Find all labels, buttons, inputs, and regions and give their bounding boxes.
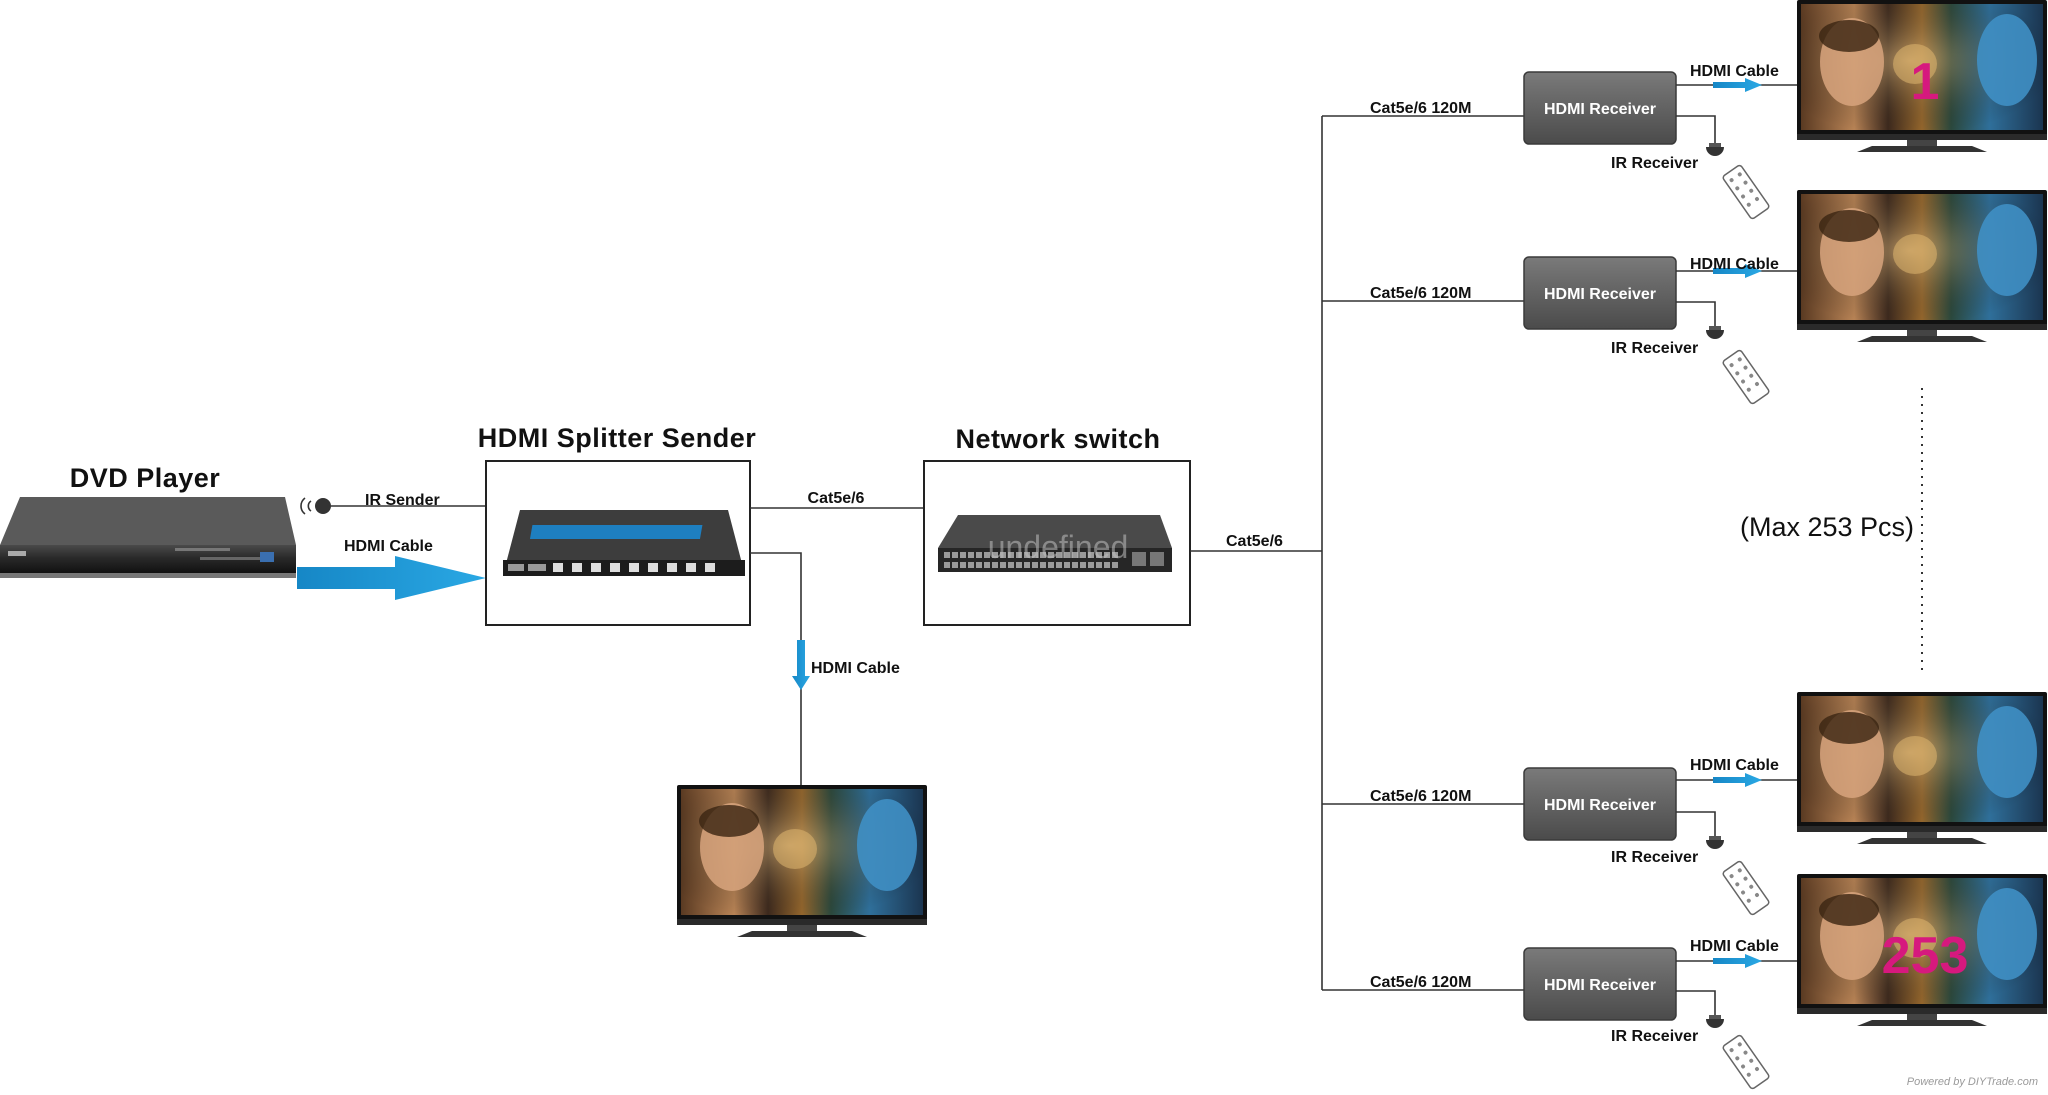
- receiver-2-ir-sensor: [1706, 326, 1724, 339]
- receiver-2-tv: [1797, 190, 2047, 342]
- receiver-4-remote: [1721, 1033, 1771, 1091]
- receiver-branch-2: Cat5e/6 120M HDMI Receiver HDMI Cable IR…: [1322, 190, 2047, 406]
- receiver-2-hdmi-label: HDMI Cable: [1690, 256, 1779, 273]
- dvd-hdmi-label: HDMI Cable: [344, 538, 433, 555]
- receiver-2-remote: [1721, 348, 1771, 406]
- receiver-3-box: [1523, 767, 1677, 841]
- footer-credit: Powered by DIYTrade.com: [1907, 1076, 2038, 1088]
- receiver-4-ir-label: IR Receiver: [1611, 1028, 1698, 1045]
- receiver-3-ir-line: [1676, 811, 1716, 838]
- local-tv: [677, 785, 927, 937]
- receiver-3-label: HDMI Receiver: [1544, 797, 1656, 814]
- receiver-2-ir-label: IR Receiver: [1611, 340, 1698, 357]
- receiver-4-tv-number: 253: [1882, 927, 1969, 985]
- receiver-3-remote: [1721, 859, 1771, 917]
- receiver-4-ir-sensor: [1706, 1015, 1724, 1028]
- receiver-4-hdmi-arrow: [1713, 954, 1762, 968]
- receiver-3-tv: [1797, 692, 2047, 844]
- receiver-1-ir-line: [1676, 115, 1716, 145]
- receiver-4-hdmi-label: HDMI Cable: [1690, 938, 1779, 955]
- dvd-player-device: [0, 497, 296, 578]
- receiver-3-hdmi-label: HDMI Cable: [1690, 757, 1779, 774]
- receiver-2-label: HDMI Receiver: [1544, 286, 1656, 303]
- ir-sender-emitter: [300, 497, 331, 515]
- receiver-branch-4: Cat5e/6 120M HDMI Receiver HDMI Cable IR…: [1322, 874, 2047, 1091]
- watermark: undefined: [988, 529, 1129, 565]
- receiver-1-box: [1523, 71, 1677, 145]
- receiver-1-tv-number: 1: [1911, 53, 1940, 111]
- dvd-player-label: DVD Player: [70, 463, 221, 493]
- receiver-branch-1: Cat5e/6 120M HDMI Receiver HDMI Cable IR…: [1322, 0, 2047, 221]
- receiver-4-label: HDMI Receiver: [1544, 977, 1656, 994]
- receiver-1-hdmi-label: HDMI Cable: [1690, 63, 1779, 80]
- splitter-sender-device: [503, 510, 745, 576]
- network-switch-device: [938, 515, 1172, 572]
- receiver-3-ir-label: IR Receiver: [1611, 849, 1698, 866]
- splitter-sender-label: HDMI Splitter Sender: [478, 423, 757, 453]
- max-receivers-note: (Max 253 Pcs): [1740, 512, 1914, 542]
- sender-switch-label: Cat5e/6: [808, 490, 865, 507]
- receiver-2-ir-line: [1676, 301, 1716, 328]
- receiver-2-box: [1523, 256, 1677, 330]
- switch-out-label: Cat5e/6: [1226, 533, 1283, 550]
- receiver-4-cable-label: Cat5e/6 120M: [1370, 974, 1471, 991]
- receiver-4-box: [1523, 947, 1677, 1021]
- receiver-3-ir-sensor: [1706, 836, 1724, 849]
- receiver-1-remote: [1721, 163, 1771, 221]
- receiver-3-cable-label: Cat5e/6 120M: [1370, 788, 1471, 805]
- sender-local-hdmi-label: HDMI Cable: [811, 660, 900, 677]
- receiver-1-label: HDMI Receiver: [1544, 101, 1656, 118]
- receiver-1-ir-label: IR Receiver: [1611, 155, 1698, 172]
- ir-sender-label: IR Sender: [365, 492, 440, 509]
- network-switch-label: Network switch: [955, 424, 1160, 454]
- receiver-1-ir-sensor: [1706, 143, 1724, 156]
- receiver-1-cable-label: Cat5e/6 120M: [1370, 100, 1471, 117]
- dvd-hdmi-arrow: [297, 556, 486, 600]
- receiver-2-cable-label: Cat5e/6 120M: [1370, 285, 1471, 302]
- receiver-branch-3: Cat5e/6 120M HDMI Receiver HDMI Cable IR…: [1322, 692, 2047, 917]
- receiver-3-hdmi-arrow: [1713, 773, 1762, 787]
- receiver-4-ir-line: [1676, 990, 1716, 1017]
- receiver-2-hdmi-arrow: [1713, 264, 1762, 278]
- receiver-1-hdmi-arrow: [1713, 78, 1762, 92]
- sender-local-hdmi-arrow: [792, 640, 810, 690]
- sender-local-line: [750, 552, 802, 785]
